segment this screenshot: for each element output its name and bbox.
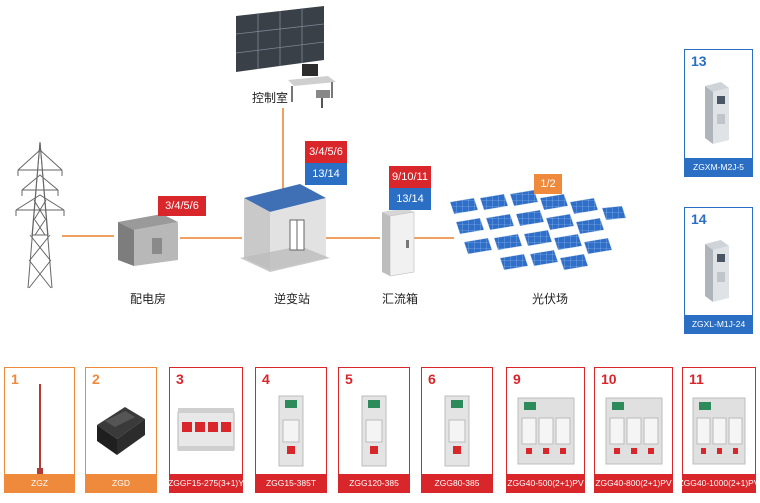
product-number: 5 (345, 371, 353, 387)
side-product-card-14[interactable]: 14 ZGXL-M1J-24 (684, 207, 753, 334)
link-combiner-pv (414, 237, 454, 239)
product-card-9[interactable]: 9 ZGG40-500(2+1)PV (506, 367, 585, 493)
product-model: ZGG80-385 (422, 474, 492, 492)
combiner-box-tag-blue: 13/14 (389, 188, 431, 210)
product-model: ZGGF15-275(3+1)Y (168, 474, 244, 492)
product-card-4[interactable]: 4 ZGG15-385T (255, 367, 327, 493)
product-card-2[interactable]: 2 ZGD (85, 367, 157, 493)
surge-protector-icon (444, 395, 470, 467)
control-room-label: 控制室 (251, 91, 288, 105)
inverter-station-icon (240, 184, 330, 272)
product-model: ZGD (86, 474, 156, 492)
combiner-box-icon (382, 208, 415, 277)
product-model: ZGG15-385T (256, 474, 326, 492)
product-model: ZGG40-500(2+1)PV (507, 474, 584, 492)
product-number: 11 (689, 371, 704, 387)
product-number: 1 (11, 371, 19, 387)
product-model: ZGG40-1000(2+1)PV (678, 474, 760, 492)
product-number: 4 (262, 371, 270, 387)
product-model: ZGXM-M2J-5 (685, 158, 752, 176)
pv-field-tag: 1/2 (534, 174, 562, 194)
product-number: 13 (691, 53, 707, 69)
product-card-3[interactable]: 3 ZGGF15-275(3+1)Y (168, 367, 244, 493)
pv-field-label: 光伏场 (531, 292, 568, 306)
surge-module-icon (704, 239, 729, 302)
lightning-rod-icon (36, 384, 43, 476)
combiner-box-tag-red: 9/10/11 (389, 166, 431, 188)
product-card-1[interactable]: 1 ZGZ (4, 367, 75, 493)
combiner-box-label: 汇流箱 (381, 292, 418, 306)
product-number: 10 (601, 371, 617, 387)
surge-protector-4pole-icon (177, 408, 235, 451)
product-model: ZGG40-800(2+1)PV (595, 474, 672, 492)
product-model: ZGXL-M1J-24 (685, 315, 752, 333)
product-number: 6 (428, 371, 436, 387)
surge-protector-icon (361, 395, 387, 467)
inverter-station-tag-red: 3/4/5/6 (305, 141, 347, 163)
inverter-station-tag-blue: 13/14 (305, 163, 347, 185)
surge-module-icon (704, 82, 729, 144)
distribution-room-icon (118, 214, 178, 266)
power-tower-icon (15, 141, 65, 289)
link-distribution-inverter (180, 237, 242, 239)
link-inverter-control (282, 108, 284, 190)
control-room-icon (235, 6, 336, 108)
pv-surge-protector-icon (692, 397, 746, 465)
solar-panel-array-icon (449, 189, 627, 271)
product-model: ZGG120-385 (339, 474, 409, 492)
product-number: 9 (513, 371, 521, 387)
product-card-11[interactable]: 11 ZGG40-1000(2+1)PV (678, 367, 760, 493)
product-model: ZGZ (5, 474, 74, 492)
product-number: 14 (691, 211, 707, 227)
product-number: 2 (92, 371, 100, 387)
link-inverter-combiner (325, 237, 380, 239)
product-card-5[interactable]: 5 ZGG120-385 (338, 367, 410, 493)
distribution-room-tag: 3/4/5/6 (158, 196, 206, 216)
distribution-room-label: 配电房 (129, 292, 166, 306)
link-tower-distribution (62, 235, 114, 237)
product-card-10[interactable]: 10 ZGG40-800(2+1)PV (594, 367, 673, 493)
product-number: 3 (176, 371, 184, 387)
ground-electrode-icon (97, 407, 145, 455)
pv-surge-protector-icon (517, 397, 574, 465)
inverter-station-label: 逆变站 (273, 292, 310, 306)
product-card-6[interactable]: 6 ZGG80-385 (421, 367, 493, 493)
surge-protector-icon (278, 395, 304, 467)
side-product-card-13[interactable]: 13 ZGXM-M2J-5 (684, 49, 753, 177)
pv-surge-protector-icon (605, 397, 662, 465)
